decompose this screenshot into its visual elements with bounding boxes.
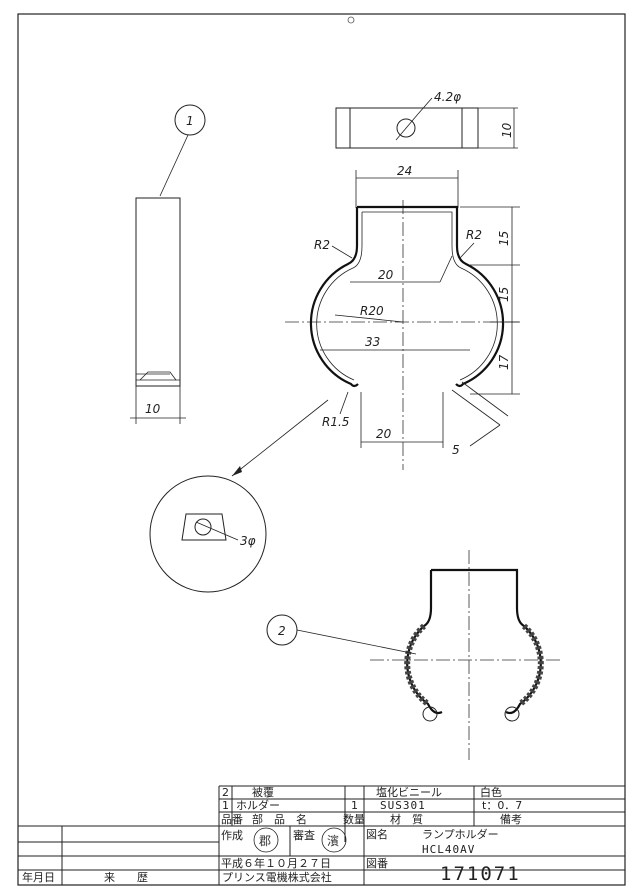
hole-dim: 4.2φ [434,90,461,104]
header-material: 材 質 [390,812,423,826]
inner-width-dim: 20 [378,268,394,282]
part1-qty: 1 [351,799,358,812]
number-label: 図番 [366,857,388,870]
bottom-gap-dim: 20 [376,427,392,441]
name-label: 図名 [366,827,388,841]
made-label: 作成 [221,829,243,842]
upper-height-dim: 15 [497,231,511,246]
checked-label: 審査 [293,828,315,842]
drawing-date: 平成６年１０月２７日 [221,856,331,870]
tab-top-view: 4.2φ 10 [335,90,518,149]
company-name: プリンス電機株式会社 [222,870,332,884]
checked-stamp: 濱 [327,834,339,848]
header-name: 部 品 名 [252,812,307,826]
punch-mark [347,16,355,24]
hole-detail: 3φ [149,399,329,593]
svg-text:2: 2 [278,624,286,638]
lower-height-dim: 17 [497,354,511,370]
made-stamp: 郡 [259,834,271,848]
part1-name: ホルダー [236,798,280,812]
balloon-2: 2 [266,614,417,655]
part2-remark: 白色 [480,785,502,799]
part1-material: SUS301 [380,799,426,812]
revision-history-label: 来 歴 [104,871,148,884]
part1-no: 1 [222,799,229,812]
part2-name: 被覆 [252,786,274,799]
side-width-dim: 10 [145,402,161,416]
header-remark: 備考 [500,813,522,826]
tab-height-dim: 10 [500,122,514,138]
drawing-number: 171071 [440,863,521,885]
header-qty: 数量 [343,813,365,826]
drawing-name: ランプホルダー [422,827,499,841]
radius-left-dim: R2 [314,238,330,252]
header-no: 品番 [221,813,243,826]
overall-width-dim: 33 [365,335,380,349]
revision-date-label: 年月日 [22,870,55,884]
radius-right-dim: R2 [466,228,482,242]
lip-dim: 5 [452,443,460,457]
model-name: HCL40AV [422,843,475,856]
mid-height-dim: 15 [497,287,511,302]
part1-remark: t：0．7 [482,799,522,812]
holder-side-view: 10 [130,197,186,424]
holder-main-view: 24 15 15 17 R2 R2 20 R20 33 20 R [285,164,520,470]
arc-radius-dim: R20 [360,304,384,318]
part2-no: 2 [222,786,229,799]
detail-hole-dim: 3φ [240,534,256,548]
title-block: 2 被覆 塩化ビニール 白色 1 ホルダー 1 SUS301 t：0．7 品番 … [18,785,625,885]
part2-material: 塩化ビニール [376,785,442,799]
holder-assembly-view [370,550,560,760]
top-width-dim: 24 [397,164,412,178]
tip-radius-dim: R1.5 [322,415,349,429]
balloon-1: 1 [159,104,206,197]
sheet-border [17,13,626,886]
svg-text:1: 1 [186,114,194,128]
